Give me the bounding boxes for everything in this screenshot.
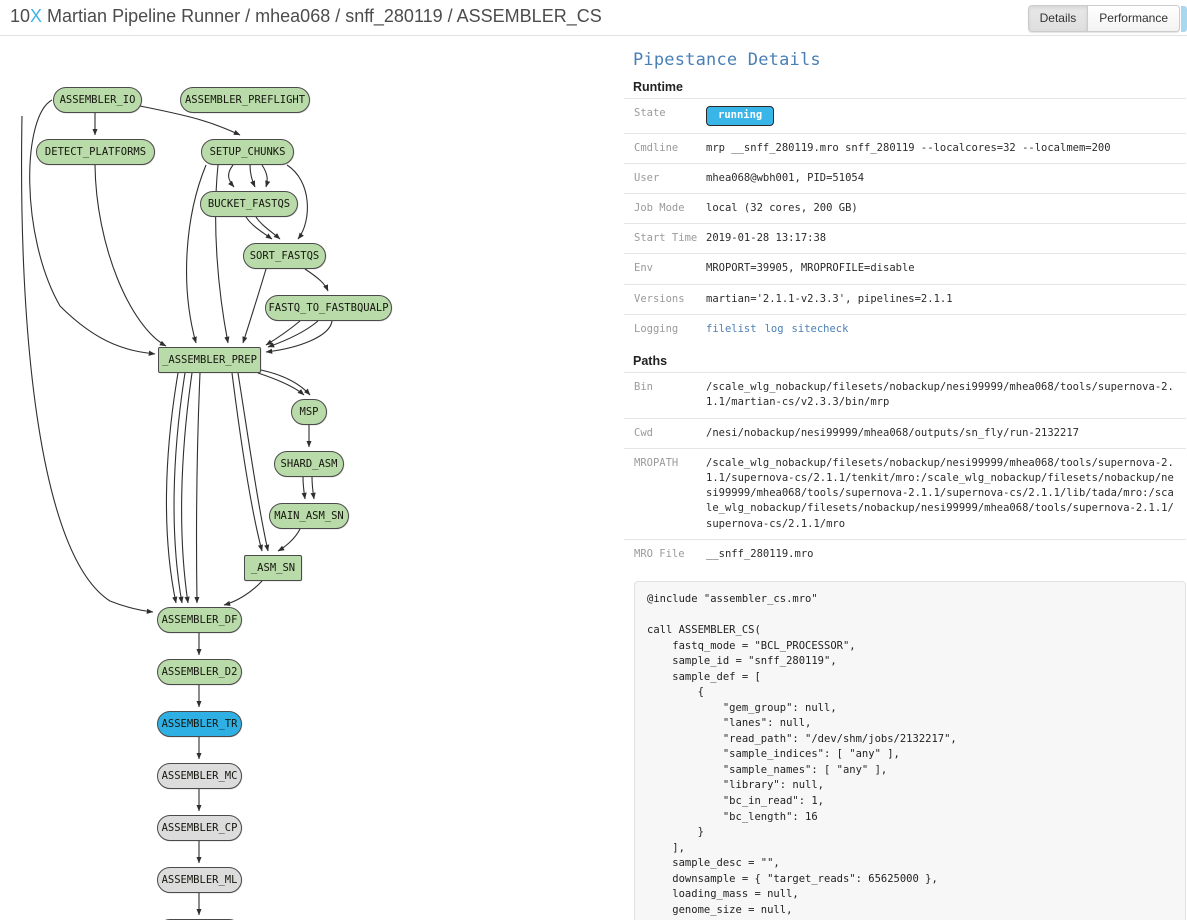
graph-node-bucket-fastqs[interactable]: BUCKET_FASTQS xyxy=(200,191,298,217)
mro-source-code: @include "assembler_cs.mro" call ASSEMBL… xyxy=(634,581,1186,920)
row-value: __snff_280119.mro xyxy=(706,539,1186,569)
link-filelist[interactable]: filelist xyxy=(706,323,757,335)
row-key: Start Time xyxy=(624,224,706,254)
page-title: Martian Pipeline Runner / mhea068 / snff… xyxy=(42,6,602,26)
graph-node-msp[interactable]: MSP xyxy=(291,399,327,425)
row-value: /scale_wlg_nobackup/filesets/nobackup/ne… xyxy=(706,373,1186,418)
tab-performance[interactable]: Performance xyxy=(1087,6,1179,31)
table-row-bin: Bin /scale_wlg_nobackup/filesets/nobacku… xyxy=(624,373,1186,418)
graph-node-assembler-io[interactable]: ASSEMBLER_IO xyxy=(53,87,142,113)
node-label: ASSEMBLER_PREFLIGHT xyxy=(185,95,305,106)
row-value: MROPORT=39905, MROPROFILE=disable xyxy=(706,254,1186,284)
graph-node-assembler-tr[interactable]: ASSEMBLER_TR xyxy=(157,711,242,737)
node-label: _ASM_SN xyxy=(251,563,295,574)
graph-node-asm-sn[interactable]: _ASM_SN xyxy=(244,555,302,581)
graph-node-assembler-df[interactable]: ASSEMBLER_DF xyxy=(157,607,242,633)
table-row-cwd: Cwd /nesi/nobackup/nesi99999/mhea068/out… xyxy=(624,418,1186,448)
accent-bar xyxy=(1181,6,1187,32)
node-label: ASSEMBLER_IO xyxy=(60,95,136,106)
status-badge: running xyxy=(706,106,774,126)
graph-node-assembler-cp[interactable]: ASSEMBLER_CP xyxy=(157,815,242,841)
pipestance-details-title: Pipestance Details xyxy=(633,50,1178,70)
node-label: ASSEMBLER_TR xyxy=(162,719,238,730)
node-label: ASSEMBLER_CP xyxy=(162,823,238,834)
table-row-mropath: MROPATH /scale_wlg_nobackup/filesets/nob… xyxy=(624,448,1186,539)
paths-heading: Paths xyxy=(633,354,1178,368)
details-pane[interactable]: Pipestance Details Runtime State running… xyxy=(615,36,1187,920)
node-label: MSP xyxy=(300,407,319,418)
node-label: DETECT_PLATFORMS xyxy=(45,147,146,158)
runtime-table: State running Cmdline mrp __snff_280119.… xyxy=(624,98,1186,344)
row-key: State xyxy=(624,99,706,134)
row-key: Job Mode xyxy=(624,194,706,224)
pipeline-graph[interactable]: ASSEMBLER_IO ASSEMBLER_PREFLIGHT DETECT_… xyxy=(0,36,615,920)
row-value: local (32 cores, 200 GB) xyxy=(706,194,1186,224)
table-row-logging: Logging filelist log sitecheck xyxy=(624,314,1186,344)
row-value: 2019-01-28 13:17:38 xyxy=(706,224,1186,254)
table-row-state: State running xyxy=(624,99,1186,134)
view-toggle-group[interactable]: Details Performance xyxy=(1028,5,1180,32)
node-label: BUCKET_FASTQS xyxy=(208,199,290,210)
row-value: /scale_wlg_nobackup/filesets/nobackup/ne… xyxy=(706,448,1186,539)
pipeline-graph-edges xyxy=(0,36,615,920)
node-label: ASSEMBLER_ML xyxy=(162,875,238,886)
graph-node-shard-asm[interactable]: SHARD_ASM xyxy=(274,451,344,477)
row-value: running xyxy=(706,99,1186,134)
runtime-heading: Runtime xyxy=(633,80,1178,94)
row-key: MROPATH xyxy=(624,448,706,539)
graph-node-assembler-prep[interactable]: _ASSEMBLER_PREP xyxy=(158,347,261,373)
node-label: _ASSEMBLER_PREP xyxy=(162,355,257,366)
node-label: MAIN_ASM_SN xyxy=(274,511,344,522)
node-label: SHARD_ASM xyxy=(281,459,338,470)
graph-node-setup-chunks[interactable]: SETUP_CHUNKS xyxy=(201,139,294,165)
table-row-cmdline: Cmdline mrp __snff_280119.mro snff_28011… xyxy=(624,133,1186,163)
row-value: mrp __snff_280119.mro snff_280119 --loca… xyxy=(706,133,1186,163)
row-key: MRO File xyxy=(624,539,706,569)
row-key: Logging xyxy=(624,314,706,344)
node-label: SETUP_CHUNKS xyxy=(210,147,286,158)
graph-node-detect-platforms[interactable]: DETECT_PLATFORMS xyxy=(36,139,155,165)
row-value: filelist log sitecheck xyxy=(706,314,1186,344)
row-value: /nesi/nobackup/nesi99999/mhea068/outputs… xyxy=(706,418,1186,448)
row-key: User xyxy=(624,163,706,193)
row-key: Bin xyxy=(624,373,706,418)
node-label: ASSEMBLER_D2 xyxy=(162,667,238,678)
graph-node-assembler-mc[interactable]: ASSEMBLER_MC xyxy=(157,763,242,789)
table-row-versions: Versions martian='2.1.1-v2.3.3', pipelin… xyxy=(624,284,1186,314)
graph-node-fastq-to-fastbqualp[interactable]: FASTQ_TO_FASTBQUALP xyxy=(265,295,392,321)
graph-node-assembler-d2[interactable]: ASSEMBLER_D2 xyxy=(157,659,242,685)
node-label: ASSEMBLER_DF xyxy=(162,615,238,626)
link-sitecheck[interactable]: sitecheck xyxy=(792,323,849,335)
table-row-start-time: Start Time 2019-01-28 13:17:38 xyxy=(624,224,1186,254)
node-label: SORT_FASTQS xyxy=(250,251,320,262)
table-row-env: Env MROPORT=39905, MROPROFILE=disable xyxy=(624,254,1186,284)
breadcrumb: 10X Martian Pipeline Runner / mhea068 / … xyxy=(10,6,602,27)
graph-node-assembler-preflight[interactable]: ASSEMBLER_PREFLIGHT xyxy=(180,87,310,113)
node-label: FASTQ_TO_FASTBQUALP xyxy=(268,303,388,314)
graph-node-main-asm-sn[interactable]: MAIN_ASM_SN xyxy=(269,503,349,529)
link-log[interactable]: log xyxy=(765,323,784,335)
table-row-mro-file: MRO File __snff_280119.mro xyxy=(624,539,1186,569)
brand-prefix: 10 xyxy=(10,6,30,26)
brand-accent: X xyxy=(30,6,42,26)
top-bar: 10X Martian Pipeline Runner / mhea068 / … xyxy=(0,0,1187,36)
tab-details[interactable]: Details xyxy=(1029,6,1088,31)
row-key: Versions xyxy=(624,284,706,314)
row-value: martian='2.1.1-v2.3.3', pipelines=2.1.1 xyxy=(706,284,1186,314)
table-row-user: User mhea068@wbh001, PID=51054 xyxy=(624,163,1186,193)
row-key: Cmdline xyxy=(624,133,706,163)
table-row-job-mode: Job Mode local (32 cores, 200 GB) xyxy=(624,194,1186,224)
row-value: mhea068@wbh001, PID=51054 xyxy=(706,163,1186,193)
graph-node-sort-fastqs[interactable]: SORT_FASTQS xyxy=(243,243,326,269)
node-label: ASSEMBLER_MC xyxy=(162,771,238,782)
row-key: Cwd xyxy=(624,418,706,448)
graph-node-assembler-ml[interactable]: ASSEMBLER_ML xyxy=(157,867,242,893)
row-key: Env xyxy=(624,254,706,284)
paths-table: Bin /scale_wlg_nobackup/filesets/nobacku… xyxy=(624,372,1186,569)
